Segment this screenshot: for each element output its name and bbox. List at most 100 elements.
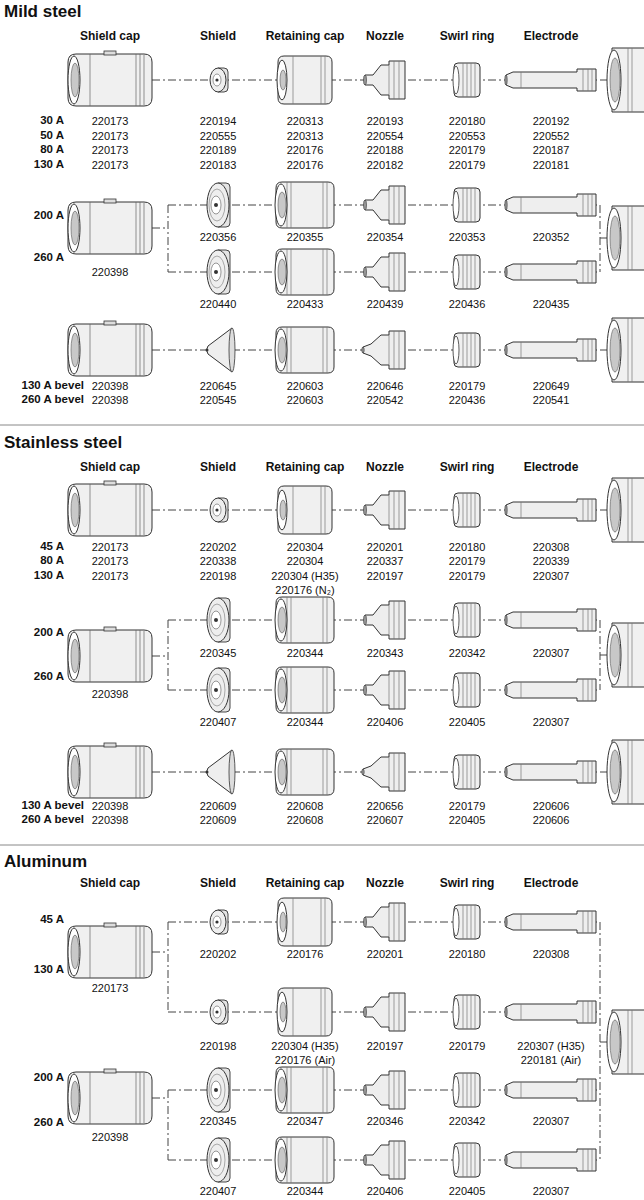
section-heading: Mild steel (4, 2, 81, 22)
row-label: 130 A (34, 963, 64, 976)
retaining-cap-drawing (275, 667, 334, 713)
part-number: 220173 (92, 982, 129, 995)
nozzle-drawing (362, 331, 405, 369)
nozzle-drawing (364, 903, 406, 941)
swirl-ring-drawing (453, 333, 480, 367)
part-number: 220645 (200, 380, 237, 393)
part-number: 220435 (533, 298, 570, 311)
column-header: Electrode (524, 877, 579, 891)
shield-drawing (207, 250, 230, 294)
shield-drawing (207, 1068, 230, 1112)
torch-drawing (607, 740, 644, 804)
retaining-cap-drawing (277, 486, 332, 534)
part-number: 220554 (367, 130, 404, 143)
shield-cap-drawing (68, 743, 152, 798)
part-number: 220304 (H35) (271, 570, 338, 583)
column-header: Swirl ring (440, 877, 495, 891)
part-number: 220173 (92, 130, 129, 143)
torch-drawing (607, 48, 644, 112)
part-number: 220356 (200, 231, 237, 244)
torch-drawing (607, 623, 644, 687)
nozzle-drawing (364, 186, 406, 224)
row-label: 200 A (34, 1071, 64, 1084)
part-number: 220344 (287, 647, 324, 660)
row-label: 130 A (34, 158, 64, 171)
part-number: 220173 (92, 115, 129, 128)
part-number: 220198 (200, 570, 237, 583)
nozzle-drawing (364, 601, 406, 639)
part-number: 220197 (367, 1040, 404, 1053)
shield-drawing (206, 328, 236, 372)
part-number: 220179 (449, 570, 486, 583)
part-number: 220545 (200, 394, 237, 407)
swirl-ring-drawing (453, 255, 480, 289)
swirl-ring-drawing (453, 188, 480, 222)
electrode-drawing (505, 1079, 596, 1101)
row-label: 260 A bevel (22, 393, 84, 406)
part-number: 220347 (287, 1115, 324, 1128)
part-number: 220552 (533, 130, 570, 143)
torch-drawing (607, 206, 644, 270)
part-number: 220407 (200, 1185, 237, 1198)
part-number: 220307 (533, 716, 570, 729)
retaining-cap-drawing (275, 1067, 334, 1113)
electrode-drawing (505, 339, 596, 361)
retaining-cap-drawing (275, 249, 334, 295)
part-number: 220307 (533, 570, 570, 583)
part-number: 220180 (449, 541, 486, 554)
row-label: 80 A (40, 143, 64, 156)
electrode-drawing (505, 1001, 596, 1023)
swirl-ring-drawing (453, 995, 480, 1029)
retaining-cap-drawing (275, 182, 334, 228)
electrode-drawing (505, 69, 596, 91)
part-number: 220355 (287, 231, 324, 244)
nozzle-drawing (364, 491, 406, 529)
column-header: Swirl ring (440, 461, 495, 475)
part-number: 220405 (449, 814, 486, 827)
column-header: Shield (200, 461, 236, 475)
row-label: 130 A bevel (22, 379, 84, 392)
row-label: 200 A (34, 209, 64, 222)
column-header: Electrode (524, 461, 579, 475)
part-number: 220440 (200, 298, 237, 311)
part-number: 220201 (367, 541, 404, 554)
part-number: 220201 (367, 948, 404, 961)
retaining-cap-drawing (275, 597, 334, 643)
shield-cap-drawing (68, 627, 152, 682)
part-number: 220344 (287, 1185, 324, 1198)
part-number: 220553 (449, 130, 486, 143)
row-label: 260 A (34, 1116, 64, 1129)
row-label: 130 A (34, 569, 64, 582)
part-number: 220398 (92, 688, 129, 701)
part-number: 220176 (287, 159, 324, 172)
part-number: 220198 (200, 1040, 237, 1053)
part-number: 220603 (287, 380, 324, 393)
column-header: Retaining cap (266, 877, 345, 891)
part-number: 220338 (200, 555, 237, 568)
part-number: 220304 (287, 555, 324, 568)
part-number: 220606 (533, 800, 570, 813)
part-number: 220398 (92, 1131, 129, 1144)
part-number: 220407 (200, 716, 237, 729)
part-number: 220603 (287, 394, 324, 407)
part-number: 220607 (367, 814, 404, 827)
part-number: 220609 (200, 800, 237, 813)
part-number: 220188 (367, 144, 404, 157)
shield-drawing (210, 910, 228, 934)
part-number: 220352 (533, 231, 570, 244)
column-header: Retaining cap (266, 461, 345, 475)
column-header: Shield cap (80, 877, 140, 891)
shield-drawing (210, 498, 228, 522)
part-number: 220555 (200, 130, 237, 143)
part-number: 220406 (367, 1185, 404, 1198)
shield-cap-drawing (68, 1069, 152, 1124)
row-label: 130 A bevel (22, 799, 84, 812)
electrode-drawing (505, 194, 596, 216)
column-header: Retaining cap (266, 30, 345, 44)
electrode-drawing (505, 761, 596, 783)
part-number: 220179 (449, 555, 486, 568)
electrode-drawing (505, 261, 596, 283)
row-label: 260 A (34, 670, 64, 683)
section-divider (0, 425, 644, 426)
